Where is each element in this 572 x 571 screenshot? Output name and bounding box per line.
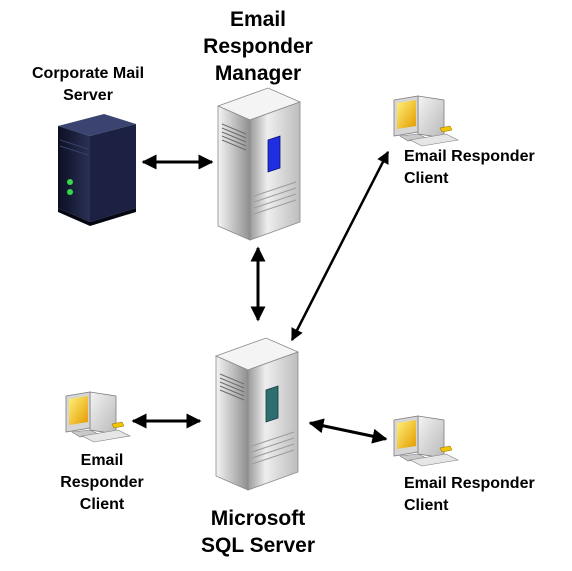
desktop-computer-icon xyxy=(393,415,459,467)
client-left-label: Email Responder Client xyxy=(60,452,144,513)
manager-label: Email Responder Manager xyxy=(203,8,313,85)
client-top-right-label: Email Responder Client xyxy=(404,148,535,187)
tower-server-icon xyxy=(214,337,300,491)
connector-sql-to-client-bottom-right xyxy=(308,418,388,444)
sql-server-label: Microsoft SQL Server xyxy=(200,507,315,557)
tower-server-icon xyxy=(216,87,302,241)
connector-sql-to-client-top-right xyxy=(290,150,390,342)
dark-tower-server-icon xyxy=(58,114,136,226)
client-bottom-right-label: Email Responder Client xyxy=(404,475,535,514)
desktop-computer-icon xyxy=(393,95,459,147)
corporate-mail-server-label: Corporate Mail Server xyxy=(32,65,145,104)
desktop-computer-icon xyxy=(65,391,131,443)
